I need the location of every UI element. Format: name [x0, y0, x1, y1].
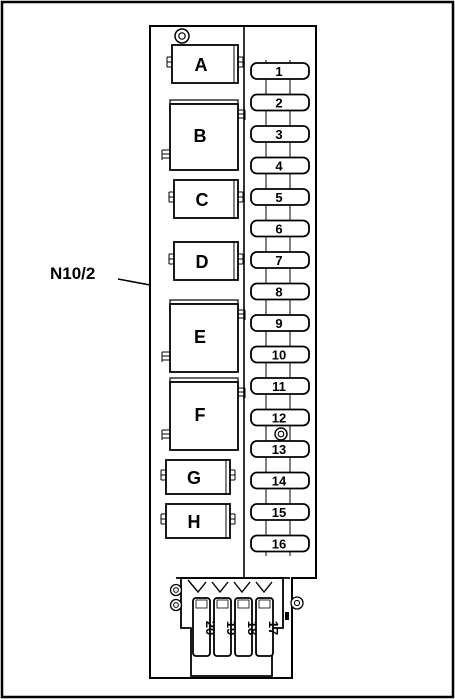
connector-screw-icon [169, 583, 304, 612]
relay-c: C [168, 179, 244, 219]
fuse-label: 9 [275, 316, 282, 331]
fuse-11: 11 [250, 377, 310, 395]
fuse-8: 8 [250, 282, 310, 301]
fuse-9: 9 [250, 314, 310, 332]
relay-g: G [160, 459, 236, 495]
relay-a: A [166, 44, 244, 84]
fuse-2: 2 [250, 93, 310, 112]
fuse-6: 6 [250, 219, 310, 238]
fuse-label: 11 [272, 379, 286, 394]
relay-f: F [161, 377, 246, 451]
fuse-label: 12 [272, 411, 286, 426]
fuse-13: 13 [250, 440, 310, 458]
fuse-3: 3 [250, 125, 310, 143]
relay-group: A B C D E F G H [160, 44, 246, 539]
fuse-label: 13 [272, 442, 286, 457]
relay-label: F [195, 405, 206, 425]
fuse-7: 7 [250, 251, 310, 269]
fuse-label: 1 [275, 64, 282, 79]
relay-label: G [187, 468, 201, 488]
fuse-4: 4 [250, 156, 310, 175]
fuse-label: 5 [275, 190, 282, 205]
relay-h: H [160, 503, 236, 539]
relay-label: E [194, 327, 206, 347]
relay-e: E [161, 299, 246, 373]
fuse-label: 6 [275, 222, 282, 237]
fuse-10: 10 [250, 345, 310, 364]
mounting-screw-icon [174, 28, 190, 44]
fuse-label: 16 [272, 537, 286, 552]
component-leader-line [117, 278, 151, 286]
relay-label: C [196, 190, 209, 210]
fuse-16: 16 [250, 534, 310, 553]
fuse-14: 14 [250, 471, 310, 490]
component-label: N10/2 [50, 264, 95, 283]
relay-label: A [195, 55, 208, 75]
fuse-label: 7 [275, 253, 282, 268]
fuse-15: 15 [250, 503, 310, 521]
fuse-12: 12 [250, 408, 310, 427]
fuse-strip-screw-icon [274, 427, 288, 441]
fuse-label: 4 [275, 159, 283, 174]
fuse-1: 1 [250, 62, 310, 80]
fuse-label: 3 [275, 127, 282, 142]
fuse-label: 15 [272, 505, 286, 520]
relay-d: D [168, 241, 244, 281]
fuse-label: 2 [275, 96, 282, 111]
large-fuse-17: 17 [255, 597, 281, 657]
fuse-label: 8 [275, 285, 282, 300]
fuse-label: 14 [272, 474, 287, 489]
large-fuse-label: 17 [266, 621, 281, 635]
fuse-label: 10 [272, 348, 286, 363]
relay-label: D [196, 252, 209, 272]
relay-label: H [188, 512, 201, 532]
fuse-5: 5 [250, 188, 310, 206]
relay-label: B [194, 126, 207, 146]
relay-b: B [161, 99, 246, 171]
